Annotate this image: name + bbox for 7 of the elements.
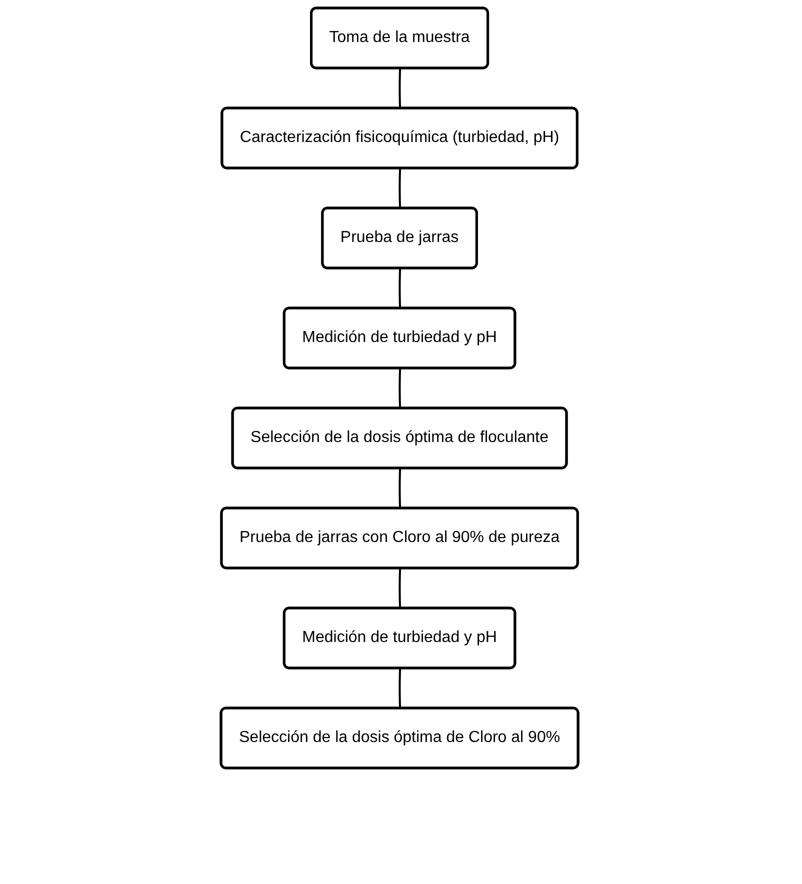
connector xyxy=(399,668,402,709)
connector xyxy=(399,268,402,309)
connector xyxy=(399,68,402,109)
connector xyxy=(399,568,402,609)
connector xyxy=(399,168,402,209)
connector xyxy=(399,468,402,509)
connector xyxy=(399,368,402,409)
